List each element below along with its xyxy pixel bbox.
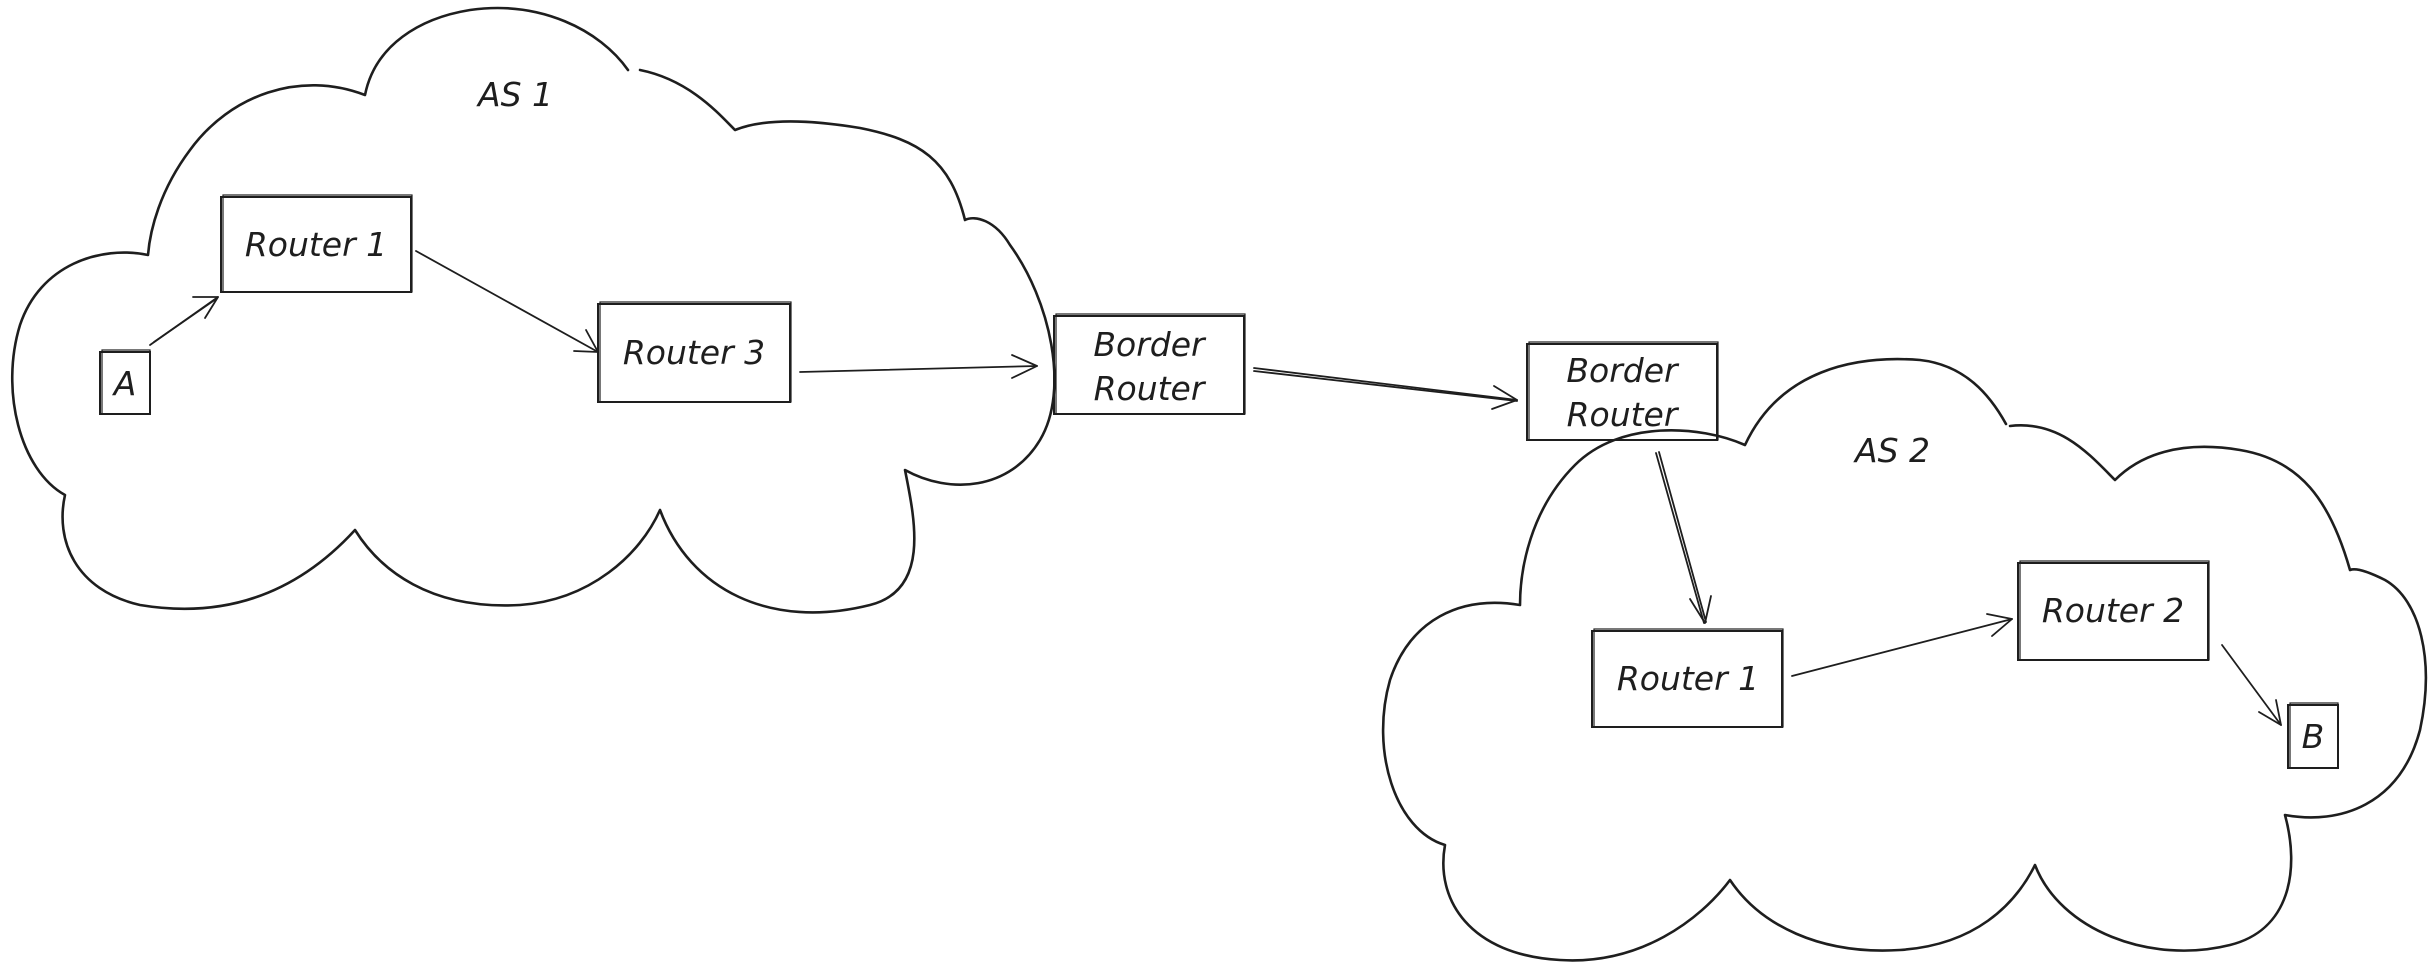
node-as2-border-router-line1: Border xyxy=(1566,351,1680,390)
as2-label: AS 2 xyxy=(1853,431,1930,470)
node-b-label: B xyxy=(2302,717,2325,756)
node-as2-border-router: Border Router xyxy=(1526,341,1719,441)
as2-cloud xyxy=(1381,357,2428,962)
edge-border-to-border xyxy=(1253,367,1518,410)
node-as1-border-router: Border Router xyxy=(1053,313,1246,415)
node-as2-router-1: Router 1 xyxy=(1591,628,1784,728)
edge-as2-router-2-to-b xyxy=(2221,644,2282,726)
node-a: A xyxy=(99,349,151,415)
node-as2-router-2-label: Router 2 xyxy=(2042,591,2184,630)
node-as2-router-2: Router 2 xyxy=(2017,560,2210,661)
node-as2-router-1-label: Router 1 xyxy=(1617,659,1759,698)
edge-as1-router-1-to-router-3 xyxy=(415,250,599,353)
as1-label: AS 1 xyxy=(476,75,553,114)
as1-cloud xyxy=(10,6,1056,614)
edge-as2-border-router-to-router-1 xyxy=(1655,451,1712,624)
node-b: B xyxy=(2287,702,2339,769)
edge-a-to-as1-router-1 xyxy=(149,296,219,346)
edge-as1-router-3-to-border-router xyxy=(799,354,1038,379)
node-a-label: A xyxy=(112,364,137,403)
edge-as2-router-1-to-router-2 xyxy=(1791,613,2013,677)
node-as1-router-3: Router 3 xyxy=(597,301,792,403)
node-as1-router-3-label: Router 3 xyxy=(623,333,765,372)
node-as1-router-1: Router 1 xyxy=(220,194,413,293)
node-as2-border-router-line2: Router xyxy=(1567,395,1680,434)
node-as1-border-router-line1: Border xyxy=(1093,325,1207,364)
node-as1-border-router-line2: Router xyxy=(1094,369,1207,408)
node-as1-router-1-label: Router 1 xyxy=(245,225,387,264)
